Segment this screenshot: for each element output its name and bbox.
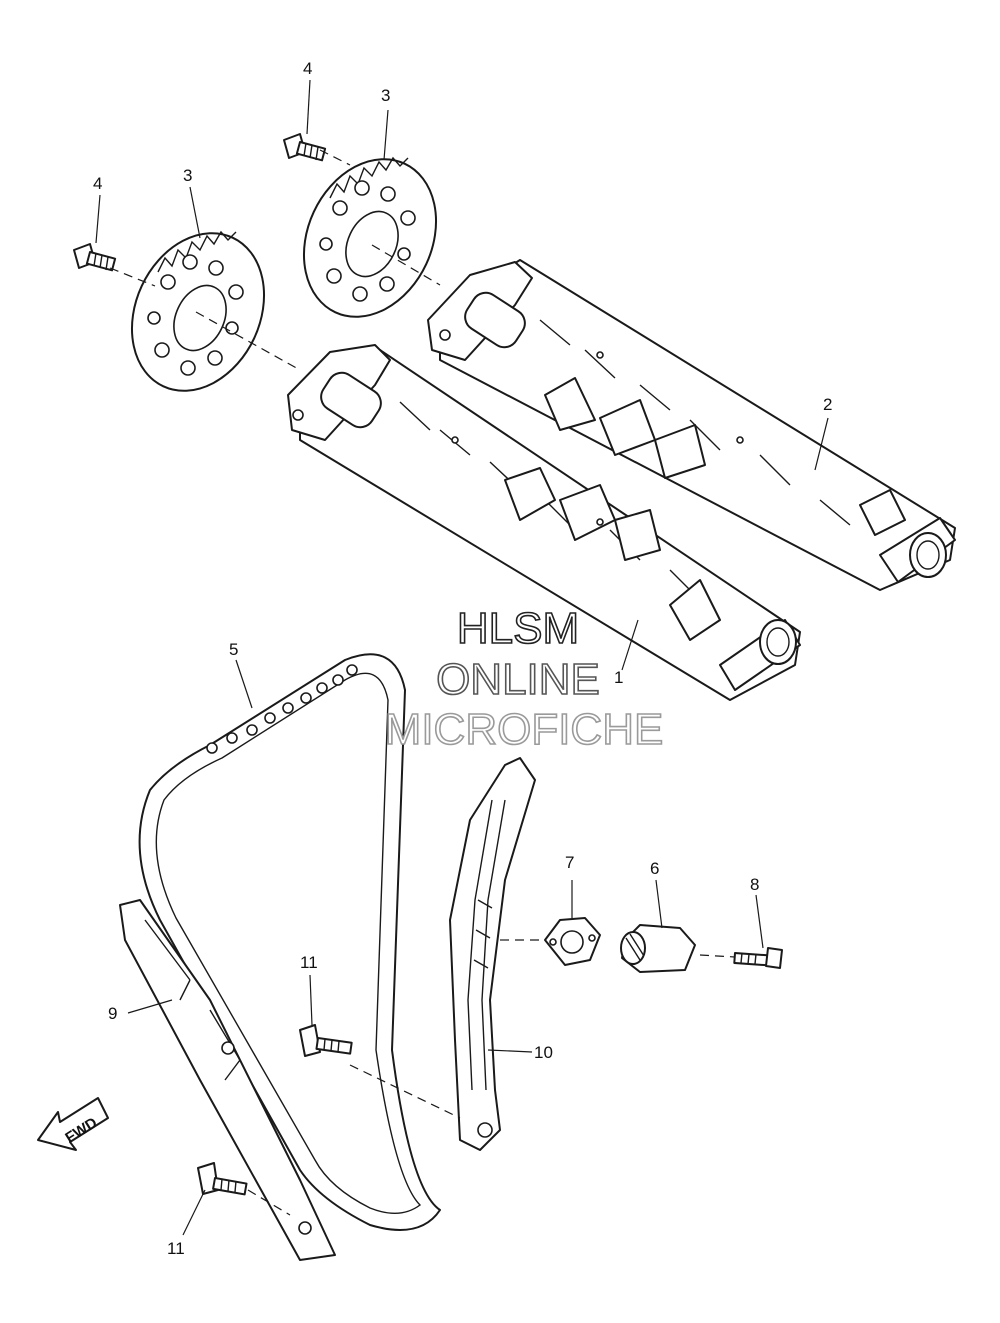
fwd-arrow-icon: FWD bbox=[37, 1097, 109, 1151]
callout-8: 8 bbox=[750, 875, 759, 894]
callout-11b: 11 bbox=[167, 1239, 185, 1258]
callout-7: 7 bbox=[565, 853, 574, 872]
camshaft-1[interactable] bbox=[287, 344, 801, 701]
callout-4a: 4 bbox=[93, 174, 102, 193]
watermark-line3: MICROFICHE bbox=[385, 705, 664, 754]
chain-guide-intake[interactable] bbox=[449, 757, 536, 1151]
callout-11a: 11 bbox=[300, 953, 318, 972]
chain-tensioner[interactable] bbox=[620, 924, 696, 973]
callout-1: 1 bbox=[614, 668, 623, 687]
callout-3b: 3 bbox=[381, 86, 390, 105]
bolt-right[interactable] bbox=[283, 133, 327, 162]
camshaft-2[interactable] bbox=[427, 259, 956, 591]
callout-6: 6 bbox=[650, 859, 659, 878]
callout-10: 10 bbox=[534, 1043, 553, 1062]
leader-lines bbox=[95, 79, 829, 1236]
guide-bolt-upper[interactable] bbox=[299, 1024, 353, 1057]
cam-sprocket-right[interactable] bbox=[279, 137, 461, 338]
cam-sprocket-left[interactable] bbox=[107, 211, 289, 412]
tensioner-gasket[interactable] bbox=[544, 917, 601, 966]
tensioner-bolt[interactable] bbox=[733, 947, 783, 969]
guide-bolt-lower[interactable] bbox=[197, 1162, 248, 1196]
timing-chain[interactable] bbox=[138, 653, 441, 1231]
callout-9: 9 bbox=[108, 1004, 117, 1023]
callout-5: 5 bbox=[229, 640, 238, 659]
watermark-line2: ONLINE bbox=[436, 655, 600, 704]
callout-2: 2 bbox=[823, 395, 832, 414]
chain-guide-exhaust[interactable] bbox=[119, 899, 336, 1261]
bolt-left[interactable] bbox=[73, 243, 117, 272]
alignment-lines bbox=[109, 149, 736, 1216]
callout-3a: 3 bbox=[183, 166, 192, 185]
callout-4b: 4 bbox=[303, 59, 312, 78]
watermark: HLSM ONLINE MICROFICHE bbox=[384, 603, 664, 755]
watermark-line1: HLSM bbox=[457, 604, 579, 653]
callouts: 1 2 3 3 4 4 5 6 7 8 9 10 11 11 bbox=[93, 59, 832, 1258]
